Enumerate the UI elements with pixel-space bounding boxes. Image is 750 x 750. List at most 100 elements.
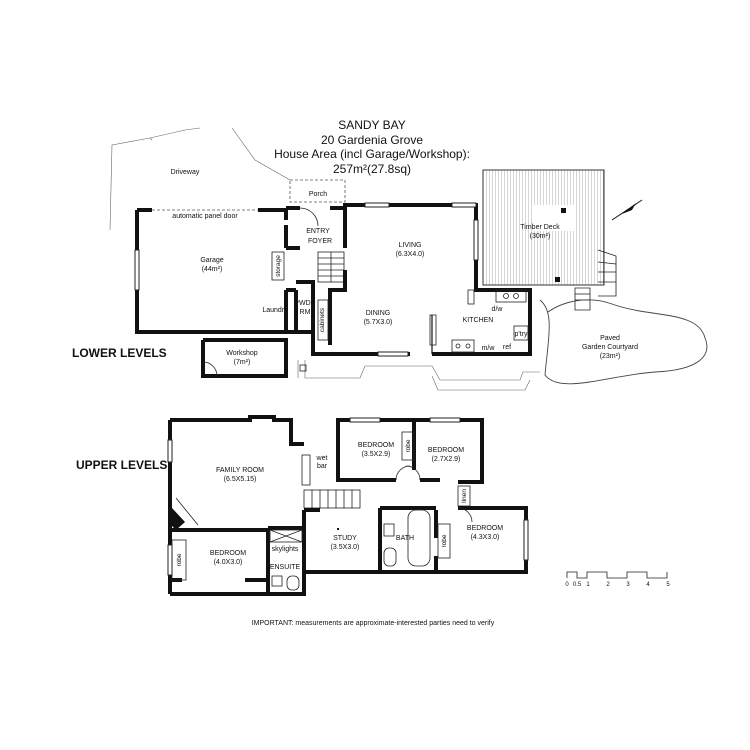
fireplace-hearth — [175, 497, 199, 526]
deck-post-2 — [555, 277, 560, 282]
deck-label-bg — [532, 205, 574, 231]
driveway-edge — [149, 137, 153, 141]
family-window — [167, 439, 173, 463]
bed4-dims: (4.0X3.0) — [214, 559, 243, 566]
living-window-3 — [473, 219, 479, 261]
dining-window — [377, 351, 409, 357]
ensuite-label: ENSUITE — [270, 564, 301, 571]
lower-level-plan: Driveway Porch automatic panel door Gara… — [72, 127, 708, 391]
living-dims: (6.3X4.0) — [396, 251, 425, 258]
burner-2 — [465, 343, 471, 349]
driveway-label: Driveway — [171, 169, 200, 176]
skylight-shower — [269, 529, 303, 543]
bed1-label: BEDROOM — [358, 442, 394, 449]
burner-1 — [455, 343, 461, 349]
laundry-walls — [284, 288, 313, 334]
wet-bar-label-1: wet — [316, 455, 328, 462]
foyer-label: FOYER — [308, 238, 332, 245]
bed3-door-swing — [457, 507, 473, 523]
laundry-label: Laundry — [262, 307, 288, 314]
living-window-1 — [364, 202, 390, 208]
pwder-label: PWDR — [294, 300, 315, 307]
bath-toilet — [383, 547, 397, 567]
shower-diag-2 — [269, 529, 303, 543]
bed1-window — [349, 417, 381, 423]
storage-cupboard — [271, 251, 285, 281]
bed3-label: BEDROOM — [467, 525, 503, 532]
ensuite-walls — [266, 526, 306, 596]
porch-label: Porch — [309, 191, 327, 198]
linen-label: linen — [461, 489, 468, 503]
bed4-label: BEDROOM — [210, 550, 246, 557]
garage-area: (44m²) — [202, 266, 223, 273]
plan-title: SANDY BAY 20 Gardenia Grove House Area (… — [274, 118, 470, 176]
timber-deck-label: Timber Deck — [520, 224, 560, 231]
paved-courtyard-outline — [539, 299, 708, 385]
dining-label: DINING — [366, 310, 391, 317]
ptry-label: p'try — [514, 331, 528, 338]
garage-label: Garage — [200, 257, 223, 264]
living-label: LIVING — [399, 242, 422, 249]
dining-partition — [328, 270, 347, 345]
ref-label: ref — [503, 344, 511, 351]
title-area-line1: House Area (incl Garage/Workshop): — [274, 147, 470, 161]
kitchen-appliance — [467, 289, 475, 305]
living-block-walls — [296, 203, 532, 356]
mw-label: m/w — [482, 345, 496, 352]
title-area-line2: 257m²(27.8sq) — [333, 162, 411, 176]
bed2-window — [429, 417, 461, 423]
bed4-window — [167, 544, 173, 576]
bed3-walls — [434, 506, 528, 574]
upper-stairs — [303, 489, 361, 509]
workshop-label: Workshop — [226, 350, 257, 357]
courtyard-label: Garden Courtyard — [582, 344, 638, 351]
scale-tick-4: 4 — [646, 582, 650, 588]
robe-c-cupboard — [171, 539, 187, 581]
robe-a-cupboard — [401, 431, 415, 461]
garage-door-label: automatic panel door — [172, 213, 238, 220]
fireplace-icon — [172, 508, 185, 530]
scale-tick-5: 5 — [666, 582, 670, 588]
upper-level-plan: FAMILY ROOM (6.5X5.15) wet bar robe BEDR… — [76, 415, 529, 596]
garage-window — [134, 249, 140, 291]
scale-tick-2: 2 — [606, 582, 610, 588]
bathtub — [407, 509, 431, 567]
scale-bar: 0 0.5 1 2 3 4 5 — [565, 571, 670, 588]
porch-outline — [289, 179, 346, 203]
lower-step — [299, 364, 307, 372]
study-marker — [337, 528, 339, 530]
cabinets-unit — [317, 299, 329, 341]
courtyard-area: (23m²) — [600, 353, 621, 360]
pantry-cupboard — [513, 325, 529, 341]
bed1-dims: (3.5X2.9) — [362, 451, 391, 458]
scale-tick-3: 3 — [626, 582, 630, 588]
robe-c-label: robe — [176, 553, 183, 566]
robe-b-label: robe — [441, 534, 448, 547]
north-arrow-icon — [611, 199, 643, 221]
scale-tick-0: 0 — [565, 582, 569, 588]
entry-label: ENTRY — [306, 228, 330, 235]
ensuite-toilet — [286, 575, 300, 591]
dining-dims: (5.7X3.0) — [364, 319, 393, 326]
lower-stairs — [317, 251, 345, 283]
dw-label: d/w — [492, 306, 504, 313]
living-window-2 — [451, 202, 477, 208]
upper-levels-heading: UPPER LEVELS — [76, 458, 167, 472]
sink-bowl-1 — [503, 293, 509, 299]
bath-label: BATH — [396, 535, 414, 542]
bed3-window — [523, 519, 529, 561]
scale-tick-05: 0.5 — [573, 582, 582, 588]
kitchen-label: KITCHEN — [463, 317, 494, 324]
robe-b-cupboard — [437, 523, 451, 559]
cabinets-label: cabinets — [319, 307, 326, 332]
title-address: 20 Gardenia Grove — [321, 133, 423, 147]
kitchen-bench — [429, 314, 437, 346]
lower-levels-heading: LOWER LEVELS — [72, 346, 167, 360]
wet-bar-counter — [301, 454, 311, 486]
ensuite-basin — [271, 575, 283, 587]
workshop-area: (7m²) — [234, 359, 251, 366]
kitchen-sink — [495, 289, 527, 303]
rm-label: RM — [300, 309, 311, 316]
storage-label: storage — [275, 255, 282, 277]
